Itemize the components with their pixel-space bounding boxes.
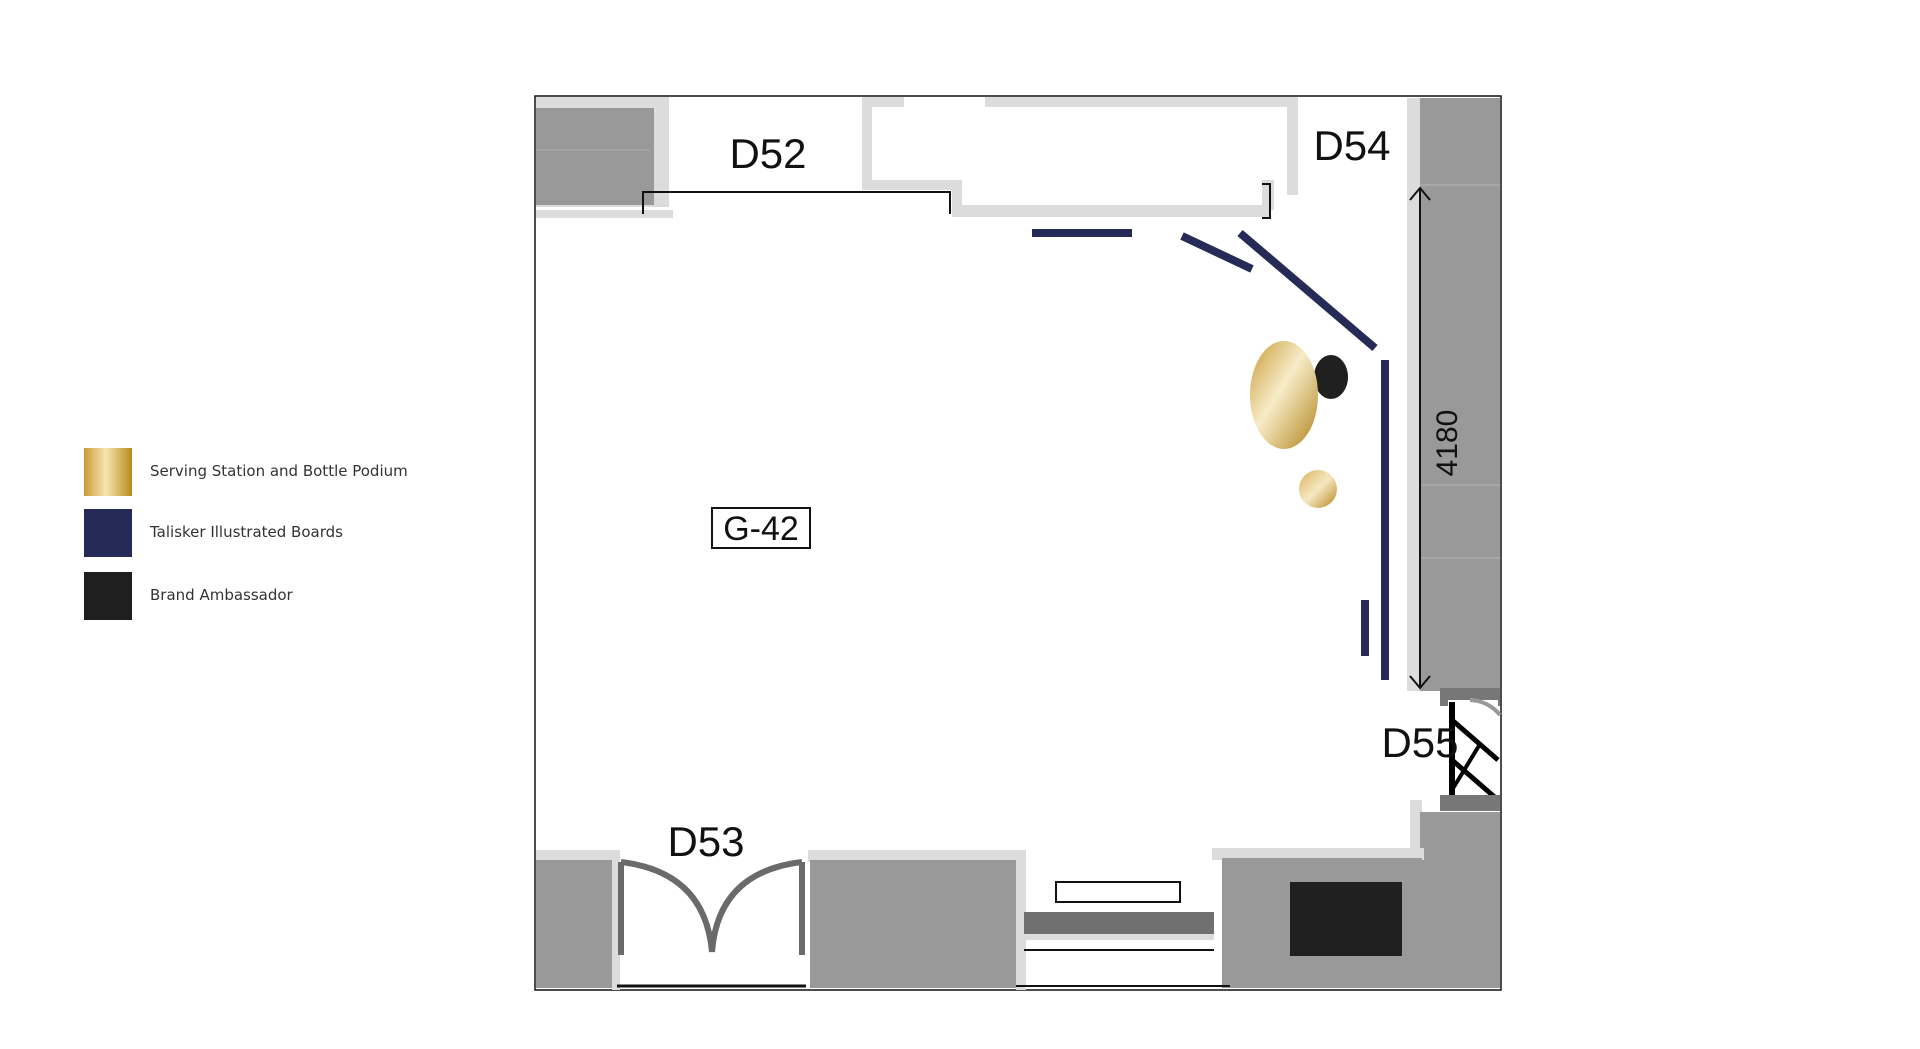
legend-label-illustrated-boards: Talisker Illustrated Boards [150, 523, 343, 541]
d55-hatch [1440, 698, 1502, 811]
brand-ambassador-block [1290, 882, 1402, 956]
door-label-d55: D55 [1381, 719, 1458, 766]
door-label-d53: D53 [667, 818, 744, 865]
bottom-steps [1024, 881, 1214, 951]
board-angled-short [1180, 232, 1254, 273]
legend-item-illustrated-boards: Talisker Illustrated Boards [84, 509, 484, 557]
dimension-arrow [1409, 186, 1431, 690]
top-alcove [862, 97, 1298, 219]
legend-label-brand-ambassador: Brand Ambassador [150, 586, 293, 604]
board-angled-long [1237, 229, 1378, 352]
wall-bottom-middle [808, 850, 1026, 990]
legend-swatch-gold [84, 448, 132, 496]
serving-station [1250, 341, 1318, 449]
brand-ambassador-marker [1314, 355, 1348, 399]
dimension-label: 4180 [1431, 410, 1464, 477]
legend-swatch-navy [84, 509, 132, 557]
illustrated-boards [1032, 229, 1389, 680]
d53-double-door [617, 859, 806, 988]
d52-recess-outline [642, 191, 951, 214]
room-label-box [711, 507, 811, 549]
legend-item-serving-station: Serving Station and Bottle Podium [84, 448, 484, 496]
wall-bottom-left [536, 850, 620, 990]
door-label-d52: D52 [729, 130, 806, 177]
legend-item-brand-ambassador: Brand Ambassador [84, 572, 484, 620]
legend-swatch-black [84, 572, 132, 620]
wall-top-left [536, 97, 673, 218]
room-outline [534, 95, 1502, 991]
door-label-d54: D54 [1313, 122, 1390, 169]
room-label: G-42 [723, 510, 799, 548]
bottle-podium [1299, 470, 1337, 508]
legend-label-serving-station: Serving Station and Bottle Podium [150, 462, 408, 480]
